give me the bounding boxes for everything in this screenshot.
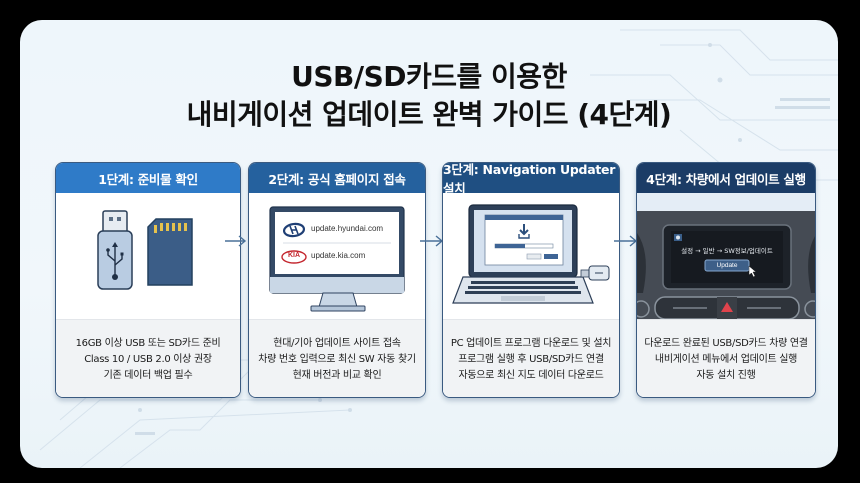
car-dashboard-icon bbox=[637, 193, 815, 320]
step-4-header: 4단계: 차량에서 업데이트 실행 bbox=[637, 163, 815, 193]
step-card-2: 2단계: 공식 홈페이지 접속 update.hyundai.com bbox=[248, 162, 426, 398]
step-3-line-3: 자동으로 최신 지도 데이터 다운로드 bbox=[458, 369, 604, 381]
arrow-right-icon bbox=[614, 235, 638, 247]
step-card-3: 3단계: Navigation Updater 설치 bbox=[442, 162, 620, 398]
step-card-1: 1단계: 준비물 확인 bbox=[55, 162, 241, 398]
step-4-line-2: 내비게이션 메뉴에서 업데이트 실행 bbox=[654, 353, 798, 365]
step-3-description: PC 업데이트 프로그램 다운로드 및 설치 프로그램 실행 후 USB/SD카… bbox=[443, 319, 619, 397]
kia-logo-icon bbox=[281, 250, 307, 264]
kia-url: update.kia.com bbox=[311, 251, 366, 260]
step-3-line-2: 프로그램 실행 후 USB/SD카드 연결 bbox=[458, 353, 604, 365]
hyundai-logo-icon bbox=[282, 222, 306, 238]
step-1-line-2: Class 10 / USB 2.0 이상 권장 bbox=[84, 353, 212, 365]
step-1-header: 1단계: 준비물 확인 bbox=[56, 163, 240, 193]
infographic-panel: USB/SD카드를 이용한 내비게이션 업데이트 완벽 가이드 (4단계) 1단… bbox=[20, 20, 838, 468]
step-1-line-1: 16GB 이상 USB 또는 SD카드 준비 bbox=[75, 337, 221, 349]
step-3-illustration bbox=[443, 193, 619, 319]
step-2-line-1: 현대/기아 업데이트 사이트 접속 bbox=[273, 337, 401, 349]
hazard-icon bbox=[721, 302, 733, 312]
download-icon bbox=[518, 224, 530, 239]
step-2-header: 2단계: 공식 홈페이지 접속 bbox=[249, 163, 425, 193]
car-update-button[interactable]: Update bbox=[716, 262, 738, 269]
step-2-description: 현대/기아 업데이트 사이트 접속 차량 번호 입력으로 최신 SW 자동 찾기… bbox=[249, 319, 425, 397]
usb-sd-card-icon bbox=[97, 210, 193, 290]
step-1-line-3: 기존 데이터 백업 필수 bbox=[103, 369, 193, 381]
car-menu-path: 설정 → 일반 → SW정보/업데이트 bbox=[681, 247, 773, 255]
step-2-illustration: update.hyundai.com KIA update.kia.com bbox=[249, 193, 425, 319]
step-card-4: 4단계: 차량에서 업데이트 실행 bbox=[636, 162, 816, 398]
arrow-right-icon bbox=[420, 235, 444, 247]
step-4-line-1: 다운로드 완료된 USB/SD카드 차량 연결 bbox=[644, 337, 808, 349]
laptop-with-usb-icon bbox=[452, 204, 610, 304]
title-line-2: 내비게이션 업데이트 완벽 가이드 (4단계) bbox=[186, 98, 672, 131]
step-1-illustration bbox=[56, 193, 240, 319]
step-4-line-3: 자동 설치 진행 bbox=[696, 369, 756, 381]
step-4-description: 다운로드 완료된 USB/SD카드 차량 연결 내비게이션 메뉴에서 업데이트 … bbox=[637, 319, 815, 397]
sd-card-icon bbox=[147, 218, 193, 286]
step-4-illustration: 설정 → 일반 → SW정보/업데이트 Update bbox=[637, 193, 815, 320]
kia-logo-text: KIA bbox=[287, 252, 301, 259]
usb-drive-icon bbox=[97, 210, 133, 290]
step-2-line-2: 차량 번호 입력으로 최신 SW 자동 찾기 bbox=[258, 353, 416, 365]
page-title: USB/SD카드를 이용한 내비게이션 업데이트 완벽 가이드 (4단계) bbox=[20, 58, 838, 134]
step-1-description: 16GB 이상 USB 또는 SD카드 준비 Class 10 / USB 2.… bbox=[56, 319, 240, 397]
usb-stick-icon bbox=[580, 265, 610, 281]
desktop-monitor-icon bbox=[269, 206, 405, 312]
hyundai-url: update.hyundai.com bbox=[311, 224, 384, 233]
step-2-line-3: 현재 버전과 비교 확인 bbox=[292, 369, 382, 381]
step-3-header: 3단계: Navigation Updater 설치 bbox=[443, 163, 619, 196]
cursor-icon bbox=[748, 265, 757, 278]
step-3-line-1: PC 업데이트 프로그램 다운로드 및 설치 bbox=[450, 337, 612, 349]
arrow-right-icon bbox=[225, 235, 247, 247]
title-line-1: USB/SD카드를 이용한 bbox=[291, 60, 567, 93]
